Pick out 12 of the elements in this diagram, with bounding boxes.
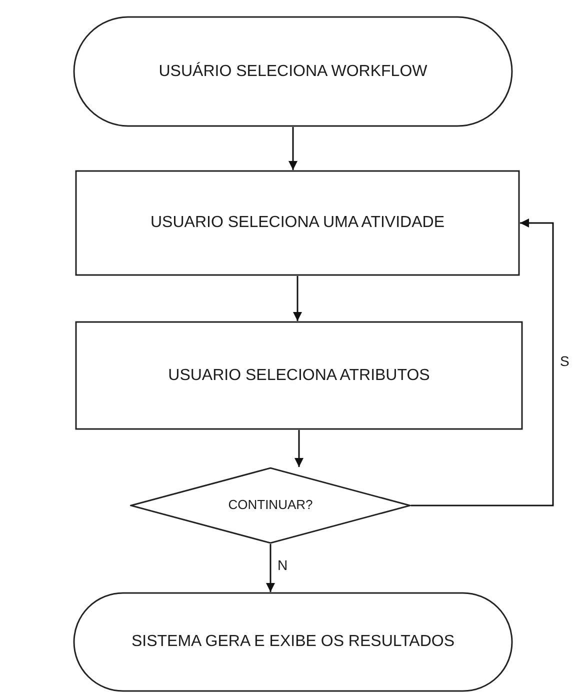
node-label: USUÁRIO SELECIONA WORKFLOW [158,62,428,82]
node-label: CONTINUAR? [228,497,313,514]
arrow [293,276,302,321]
node-label: SISTEMA GERA E EXIBE OS RESULTADOS [131,632,455,652]
node-label: USUARIO SELECIONA UMA ATIVIDADE [150,213,444,233]
arrow [266,544,275,592]
edge-label: S [559,354,570,368]
arrow [411,218,554,506]
edge-label: N [276,558,289,572]
arrow [288,127,298,170]
arrow [294,430,304,467]
node-label: USUARIO SELECIONA ATRIBUTOS [168,366,430,386]
